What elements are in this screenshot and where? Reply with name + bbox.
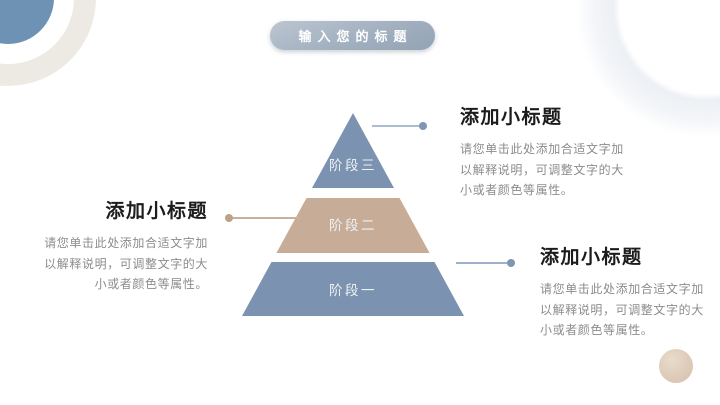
pyramid-level-3-shape[interactable] <box>312 113 394 188</box>
connector-top-right-dot <box>419 122 427 130</box>
callout-top-right: 添加小标题 请您单击此处添加合适文字加 以解释说明，可调整文字的大 小或者颜色等… <box>460 106 624 201</box>
callout-bottom-right-body-line2[interactable]: 以解释说明，可调整文字的大 <box>540 302 704 317</box>
pyramid-level-2-shape[interactable] <box>276 198 430 253</box>
pyramid-level-3-label: 阶段三 <box>329 158 377 173</box>
callout-bottom-right-body-line1[interactable]: 请您单击此处添加合适文字加 <box>540 282 704 296</box>
callout-top-right-body-line1[interactable]: 请您单击此处添加合适文字加 <box>460 142 624 156</box>
pyramid-level-1-shape[interactable] <box>242 262 464 316</box>
connector-left-line <box>225 214 300 222</box>
connector-bottom-right-line <box>456 259 515 267</box>
decor-circle-bottomright <box>659 349 693 383</box>
callout-top-right-heading[interactable]: 添加小标题 <box>460 107 563 128</box>
callout-left-body-line1[interactable]: 请您单击此处添加合适文字加 <box>44 236 208 250</box>
pyramid-diagram: 阶段三 阶段二 阶段一 <box>242 113 464 316</box>
callout-top-right-body-line3[interactable]: 小或者颜色等属性。 <box>460 183 574 197</box>
slide-title: 输入您的标题 <box>298 29 413 44</box>
title-badge[interactable]: 输入您的标题 <box>270 21 435 50</box>
callout-bottom-right-heading[interactable]: 添加小标题 <box>540 247 643 268</box>
connector-left-dot <box>225 214 233 222</box>
callout-left: 添加小标题 请您单击此处添加合适文字加 以解释说明，可调整文字的大 小或者颜色等… <box>44 200 208 295</box>
connector-bottom-right-dot <box>507 259 515 267</box>
pyramid-level-2-label: 阶段二 <box>329 218 377 233</box>
callout-top-right-body-line2[interactable]: 以解释说明，可调整文字的大 <box>460 162 624 177</box>
connector-top-right-line <box>372 122 427 130</box>
pyramid-level-1-label: 阶段一 <box>329 283 377 298</box>
callout-bottom-right: 添加小标题 请您单击此处添加合适文字加 以解释说明，可调整文字的大 小或者颜色等… <box>540 246 704 341</box>
callout-left-body-line3[interactable]: 小或者颜色等属性。 <box>94 277 208 291</box>
callout-left-body-line2[interactable]: 以解释说明，可调整文字的大 <box>44 256 208 271</box>
callout-bottom-right-body-line3[interactable]: 小或者颜色等属性。 <box>540 323 654 337</box>
callout-left-heading[interactable]: 添加小标题 <box>105 201 208 222</box>
